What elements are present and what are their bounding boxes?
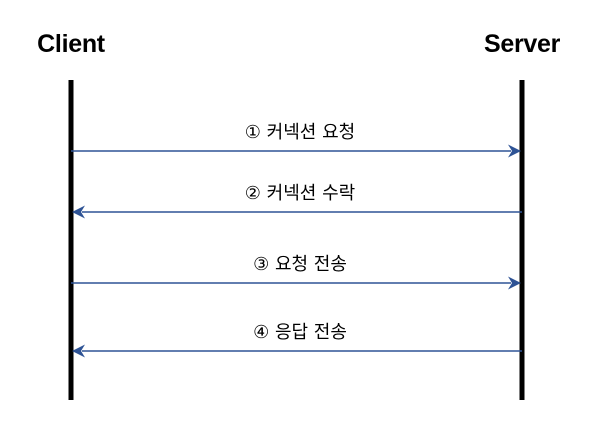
message-label-2: ② 커넥션 수락: [244, 183, 356, 204]
actor-label-server: Server: [483, 30, 561, 58]
arrow-head: [508, 144, 521, 158]
message-label-1: ① 커넥션 요청: [244, 122, 356, 143]
arrow-head: [508, 276, 521, 290]
arrow-head: [72, 205, 85, 219]
arrow-head: [72, 344, 85, 358]
message-arrow-2: [72, 205, 522, 219]
lifeline-server: [519, 80, 525, 400]
lifeline-client: [68, 80, 74, 400]
message-label-4: ④ 응답 전송: [253, 322, 347, 343]
message-arrow-1: [71, 144, 521, 158]
actor-label-client: Client: [37, 30, 105, 58]
message-arrow-4: [72, 344, 522, 358]
message-label-3: ③ 요청 전송: [253, 254, 347, 275]
message-arrow-3: [71, 276, 521, 290]
